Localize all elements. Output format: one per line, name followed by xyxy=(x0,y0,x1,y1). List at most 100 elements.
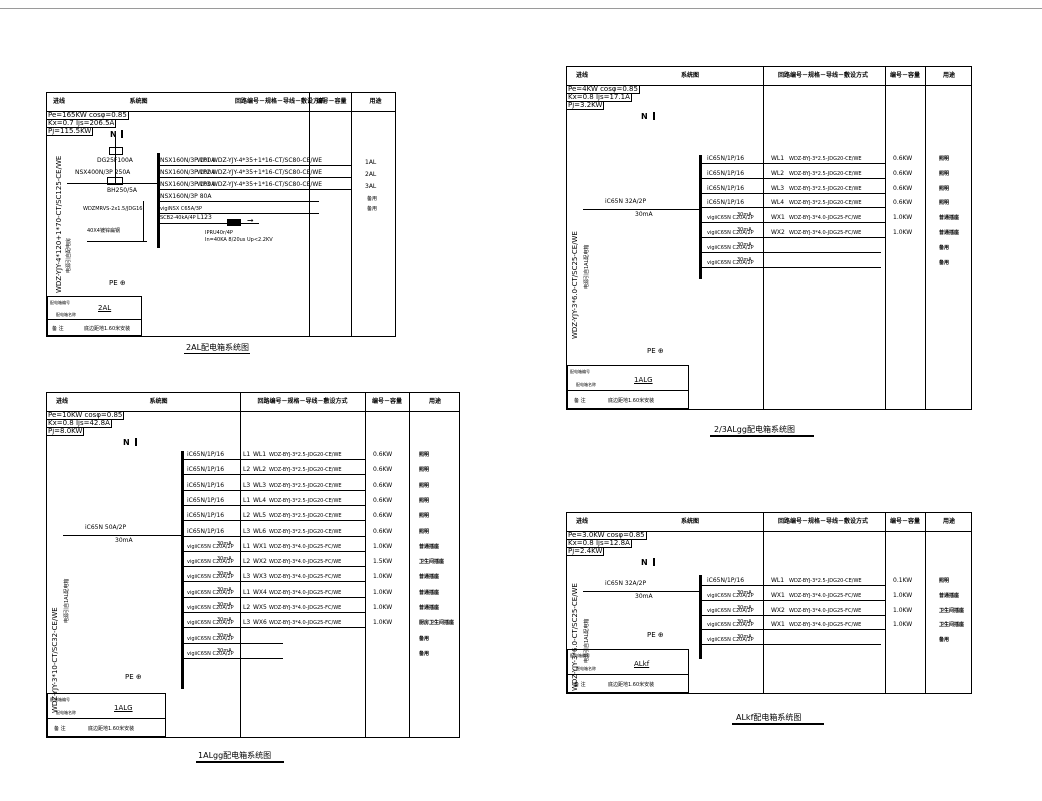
param-kx: Kx=0.8 Ijs=17.1A xyxy=(567,93,632,102)
branch-line xyxy=(183,504,365,506)
branch-code: WL1 xyxy=(253,451,267,458)
param-pe: Pe=165KW cosφ=0.85 xyxy=(47,111,129,120)
header-circuit: 回路编号－规格－导线－敷设方式 xyxy=(257,398,348,405)
spd-box xyxy=(227,219,241,226)
title-row2: 备 注 xyxy=(54,726,66,732)
branch-code: WL5 xyxy=(253,512,267,520)
branch-code: WX1 xyxy=(771,214,785,222)
branch-capacity: 0.6KW xyxy=(373,481,393,489)
pe-label: PE ⊕ xyxy=(125,673,142,681)
branch-breaker: vigiiC65N C20A/2P xyxy=(187,605,234,611)
neutral-label: N xyxy=(641,112,648,121)
branch-use: 照明 xyxy=(939,200,950,207)
branch-code: WP3 xyxy=(197,181,211,188)
branch-capacity: 1.0KW xyxy=(373,588,393,596)
branch-breaker: vigiiC65N C20A/2P xyxy=(707,592,754,599)
branch-breaker: iC65N/1P/16 xyxy=(707,155,745,162)
branch-code: WL3 xyxy=(253,481,267,489)
feed-cable-label: WDZ-YJY-3*6.0-CT/SC25-CE/WE xyxy=(571,231,579,339)
branch-phase: L1 xyxy=(243,451,251,458)
column-divider xyxy=(885,513,886,693)
neutral-bar xyxy=(121,130,123,138)
branch-line xyxy=(159,201,319,202)
column-divider xyxy=(925,67,926,409)
branch-breaker: iC65N/1P/16 xyxy=(187,512,225,520)
branch-cable: WDZ-BYJ-3*2.5-JDG20-CE/WE xyxy=(269,513,342,520)
rcd-label: 30mA xyxy=(217,556,232,563)
branch-use: 照明 xyxy=(939,170,950,177)
caption-1alg: 1ALgg配电箱系统图 xyxy=(198,751,272,760)
branch-cable: WDZ-BYJ-3*2.5-JDG20-CE/WE xyxy=(269,497,342,504)
pe-label: PE ⊕ xyxy=(647,347,664,355)
install-note: 底边距地1.60米安装 xyxy=(88,726,135,732)
branch-use: 照明 xyxy=(939,185,950,192)
caption-underline xyxy=(184,353,250,354)
branch-code: WX2 xyxy=(771,606,785,614)
branch-line xyxy=(183,459,365,460)
rcd-label: 30mA xyxy=(737,634,752,641)
column-divider xyxy=(885,67,886,409)
incoming-line xyxy=(67,183,159,184)
panel-header: 进线 系统图 回路编号－规格－导线－敷设方式 编号－容量 用途 xyxy=(47,393,459,412)
branch-cable: WDZ-YJY-4*35+1*16-CT/SC80-CE/WE xyxy=(212,181,323,188)
branch-phase: L2 xyxy=(243,558,251,566)
title-row1: 配电箱编号 xyxy=(570,369,590,374)
header-system: 系统图 xyxy=(149,398,168,405)
rcd-label: 30mA xyxy=(217,540,232,547)
branch-cable: WDZ-BYJ-3*2.5-JDG20-CE/WE xyxy=(789,578,862,584)
branch-cable: WDZ-BYJ-3*4.0-JDG25-FC/WE xyxy=(269,620,342,627)
branch-code: WX2 xyxy=(253,558,267,566)
header-code: 编号－容量 xyxy=(371,398,402,405)
branch-breaker: iC65N/1P/16 xyxy=(187,481,225,489)
ground-icon: ⊕ xyxy=(655,631,664,639)
install-note: 底边距地1.60米安装 xyxy=(608,398,655,404)
branch-line xyxy=(183,535,365,537)
title-row1b: 配电箱名称 xyxy=(56,710,76,715)
branch-code: WX2 xyxy=(771,229,785,236)
branch-use: 照明 xyxy=(419,528,430,535)
rcd-label: 30mA xyxy=(217,586,232,593)
header-circuit: 回路编号－规格－导线－敷设方式 xyxy=(777,72,868,79)
rcd-label: 30mA xyxy=(217,617,232,624)
branch-cable: WDZ-BYJ-3*2.5-JDG20-CE/WE xyxy=(269,482,342,489)
meter-box xyxy=(109,147,123,155)
ground-line xyxy=(143,201,144,241)
branch-line xyxy=(183,642,283,644)
branch-breaker: vigiiC65N C20A/2P xyxy=(187,559,234,566)
main-breaker-label: iC65N 32A/2P xyxy=(605,580,647,587)
branch-capacity: 0.6KW xyxy=(893,184,913,192)
branch-id: 1AL xyxy=(365,159,377,166)
branch-capacity: 1.0KW xyxy=(893,621,913,629)
branch-line xyxy=(183,627,365,629)
branch-line xyxy=(159,189,351,190)
branch-breaker: vigiiC65N C20A/2P xyxy=(707,622,754,629)
branch-code: L123 xyxy=(197,214,212,221)
branch-code: WL6 xyxy=(253,527,267,535)
device-label: DG25F100A xyxy=(97,157,133,165)
header-use: 用途 xyxy=(369,98,382,105)
branch-breaker: iC65N/1P/16 xyxy=(707,169,745,177)
rcd-label: 30mA xyxy=(217,602,232,608)
branch-cable: WDZ-YJY-4*35+1*16-CT/SC80-CE/WE xyxy=(212,169,323,176)
rcd-label: 30mA xyxy=(737,212,752,219)
neutral-label: N xyxy=(641,558,648,567)
feed-source-label: 电源引自配电房 xyxy=(66,237,72,273)
caption-alkf: ALkf配电箱系统图 xyxy=(736,713,802,722)
rcd-label: 30mA xyxy=(217,632,232,639)
branch-use: 卫生间插座 xyxy=(939,622,965,629)
branch-line xyxy=(183,489,365,491)
branch-use: 照明 xyxy=(939,156,950,162)
branch-use: 普通插座 xyxy=(939,592,960,599)
column-divider xyxy=(240,393,241,737)
branch-code: WP2 xyxy=(197,169,211,176)
branch-line xyxy=(183,657,283,659)
branch-breaker: SCB2-40kA/4P xyxy=(160,215,196,221)
incoming-line xyxy=(583,209,699,210)
column-divider xyxy=(763,67,764,409)
branch-capacity: 0.6KW xyxy=(373,512,393,520)
branch-code: WX1 xyxy=(771,591,785,599)
feed-source-label: 电源引自1AL配电箱 xyxy=(584,244,590,289)
header-code: 编号－容量 xyxy=(316,98,347,105)
branch-use: 照明 xyxy=(419,482,430,489)
param-pj: Pj=3.2KW xyxy=(567,101,605,110)
